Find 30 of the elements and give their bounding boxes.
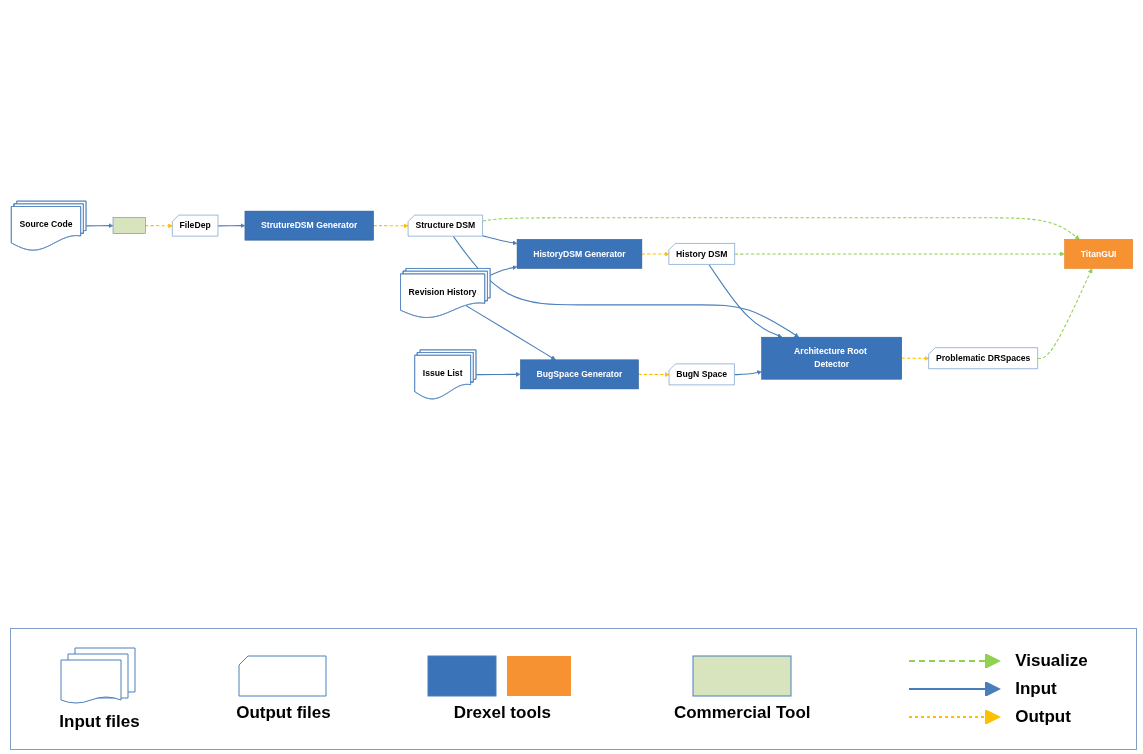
legend-label: Input (1015, 679, 1057, 699)
legend-label: Commercial Tool (673, 703, 811, 723)
arrow (372, 223, 409, 229)
arrow (733, 370, 762, 376)
arrow (481, 217, 1080, 240)
legend-label: Output files (236, 703, 331, 723)
arrow (452, 235, 799, 338)
legend-label: Input files (59, 712, 140, 732)
arrow (900, 356, 929, 361)
legend-label: Drexel tools (453, 703, 551, 723)
arrow (637, 372, 670, 377)
node-box: HistoryDSM Generator (516, 239, 642, 269)
arrow (489, 265, 517, 276)
node-box: StrutureDSM Generator (244, 210, 374, 241)
arrow (733, 251, 1065, 257)
arrow (144, 223, 173, 229)
legend-label: Output (1015, 707, 1071, 727)
arrow (708, 264, 782, 338)
arrow (464, 305, 556, 361)
arrow (1036, 268, 1092, 359)
arrow (481, 235, 517, 246)
legend-label: Visualize (1015, 651, 1088, 671)
arrow (217, 223, 245, 228)
arrow (640, 251, 669, 257)
node-box: Architecture Root Detector (760, 336, 902, 380)
arrow (475, 372, 521, 377)
node-box (112, 217, 146, 234)
node-box: TitanGUI (1063, 239, 1133, 269)
node-box: BugSpace Generator (519, 359, 639, 390)
arrow (85, 223, 113, 228)
